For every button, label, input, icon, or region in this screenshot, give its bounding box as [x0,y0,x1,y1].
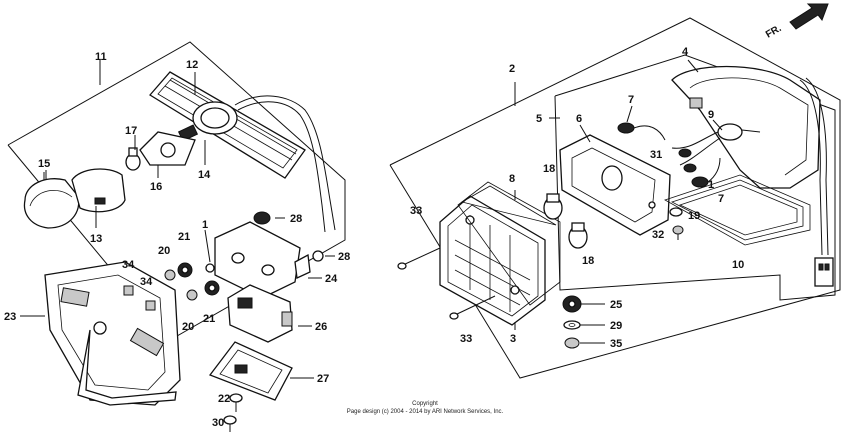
wire-harness [799,77,834,287]
socket-7a [617,122,666,141]
front-direction-indicator: FR. [764,3,829,41]
reflector-body-6 [559,134,671,236]
callout-11: 11 [95,51,107,63]
gasket-16 [139,131,196,166]
license-cover-27 [208,341,293,401]
callout-19: 19 [688,210,700,222]
license-light-lens-26 [227,284,293,343]
copyright-line-1: Copyright [412,401,438,407]
callout-29: 29 [610,320,622,332]
callout-13: 13 [90,233,102,245]
grommet-21b [204,280,220,296]
washer-20b [186,289,198,301]
nut-34b [145,300,156,311]
bulb-18b [568,222,588,249]
grommet-28a [253,211,271,225]
grommet-28b [312,250,324,262]
screw-32 [672,225,684,240]
callout-10: 10 [732,259,744,271]
callout-18b: 18 [582,255,594,267]
callout-18a: 18 [543,163,555,175]
bulb-socket-14 [177,95,336,233]
callout-22: 22 [218,393,230,405]
callout-34b: 34 [140,276,153,288]
callout-24: 24 [325,273,338,285]
callout-7a: 7 [628,94,634,106]
screw-33b [449,295,496,320]
nut-35 [564,337,580,349]
callout-5: 5 [536,113,542,125]
license-bracket-23 [44,261,181,406]
callout-30: 30 [212,417,224,429]
nut-25 [562,295,582,313]
callout-4: 4 [682,46,689,58]
svg-text:FR.: FR. [764,23,784,41]
callout-6: 6 [576,113,582,125]
copyright-notice: Copyright Page design (c) 2004 - 2014 by… [347,401,504,415]
collar-1 [205,263,215,273]
screw-33a [397,247,441,270]
callout-21b: 21 [203,313,215,325]
callout-20b: 20 [182,321,194,333]
washer-29 [563,320,581,330]
callout-33b: 33 [460,333,472,345]
callout-21a: 21 [178,231,190,243]
turn-signal-housing-13 [71,168,126,213]
callout-34a: 34 [122,259,135,271]
screw-22 [229,393,243,412]
tail-housing-4 [671,65,821,189]
callout-17: 17 [125,125,137,137]
tail-lens-3 [439,195,546,326]
callout-28b: 28 [338,251,350,263]
grommet-21a [177,262,193,278]
turn-signal-lens-15 [23,172,80,229]
leader-lines [20,59,723,379]
callout-16: 16 [150,181,162,193]
callout-28a: 28 [290,213,302,225]
callout-31: 31 [650,149,662,161]
callout-23: 23 [4,311,16,323]
bulb-17 [125,147,141,171]
callout-25: 25 [610,299,622,311]
callout-3: 3 [510,333,516,345]
housing-gasket-10 [664,174,811,246]
bulb-18a [543,193,563,220]
socket-31 [678,148,697,173]
callout-14: 14 [198,169,211,181]
front-arrow-icon [789,3,829,30]
callout-labels: 11 12 17 15 16 14 13 1 28 28 24 26 27 21… [4,46,744,429]
nut-34a [123,285,134,296]
washer-19 [669,207,683,217]
callout-20a: 20 [158,245,170,257]
callout-35: 35 [610,338,622,350]
callout-26: 26 [315,321,327,333]
washer-20a [164,269,176,281]
callout-1: 1 [202,219,208,231]
callout-2: 2 [509,63,515,75]
callout-1-right: 1 [708,179,714,191]
callout-33a: 33 [410,205,422,217]
copyright-line-2: Page design (c) 2004 - 2014 by ARI Netwo… [347,409,504,415]
callout-32: 32 [652,229,664,241]
callout-27: 27 [317,373,329,385]
screw-30 [223,415,237,432]
callout-9: 9 [708,109,714,121]
callout-8: 8 [509,173,515,185]
socket-7b [691,157,721,188]
callout-15: 15 [38,158,50,170]
group-outline-right [389,17,841,379]
lens-gasket-8 [457,181,561,306]
license-light-base-24 [214,221,311,299]
callout-7b: 7 [718,193,724,205]
socket-assembly-9 [671,123,761,166]
callout-12: 12 [186,59,198,71]
